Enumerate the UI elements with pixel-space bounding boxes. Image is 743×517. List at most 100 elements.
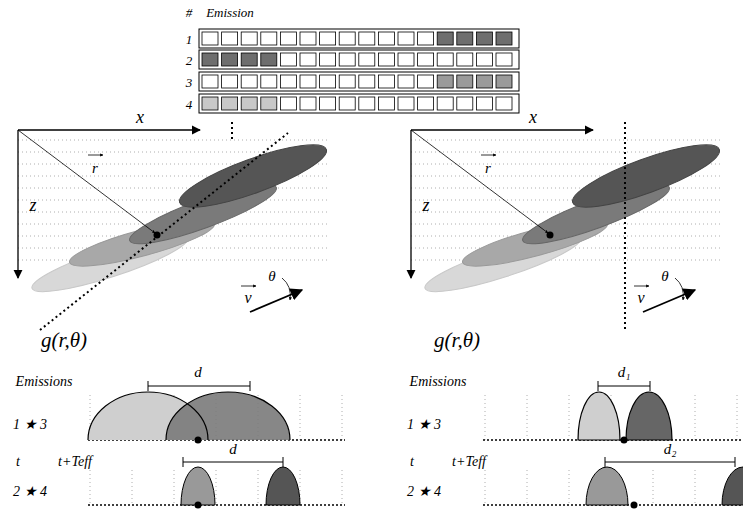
- emission-cell: [476, 97, 492, 110]
- emission-cell: [261, 97, 277, 110]
- emission-cell: [457, 97, 473, 110]
- figure-label: v: [242, 289, 253, 307]
- emission-cell: [457, 32, 473, 45]
- emission-cell: [398, 32, 414, 45]
- emission-cell: [241, 75, 257, 88]
- figure-label: d₁: [616, 364, 633, 381]
- emission-cell: [280, 97, 296, 110]
- emission-cell: [202, 75, 218, 88]
- emission-cell: [496, 32, 512, 45]
- emission-cell: [222, 97, 238, 110]
- emission-cell: [320, 75, 336, 88]
- emission-cell: [359, 75, 375, 88]
- emission-cell: [320, 97, 336, 110]
- emission-cell: [300, 53, 316, 66]
- emission-cell: [359, 32, 375, 45]
- figure-label: 1 ★ 3: [11, 417, 49, 433]
- figure-label: z: [420, 195, 431, 215]
- figure-label: d: [227, 441, 239, 458]
- figure-label: x: [527, 107, 539, 127]
- emission-cell: [398, 97, 414, 110]
- emission-cell: [418, 53, 434, 66]
- emission-cell: [300, 97, 316, 110]
- emission-cell: [300, 32, 316, 45]
- emission-cell: [339, 53, 355, 66]
- figure-label: t: [408, 454, 416, 470]
- emission-cell: [418, 32, 434, 45]
- emission-cell: [241, 32, 257, 45]
- emission-cell: [378, 75, 394, 88]
- figure-label: Emissions: [408, 374, 469, 390]
- figure-label: θ: [659, 268, 670, 285]
- emission-cell: [378, 32, 394, 45]
- emission-cell: [222, 75, 238, 88]
- emission-cell: [202, 97, 218, 110]
- emission-cell: [378, 97, 394, 110]
- emission-cell: [418, 75, 434, 88]
- emission-cell: [280, 75, 296, 88]
- figure-label: v: [635, 289, 646, 307]
- emission-cell: [241, 97, 257, 110]
- emission-cell: [476, 32, 492, 45]
- emission-cell: [398, 75, 414, 88]
- emission-cell: [280, 32, 296, 45]
- emission-cell: [339, 32, 355, 45]
- figure-label: z: [27, 195, 38, 215]
- emission-cell: [457, 75, 473, 88]
- emission-row: [199, 29, 519, 48]
- row-number: 3: [184, 75, 195, 90]
- emission-cell: [339, 75, 355, 88]
- emission-cell: [261, 53, 277, 66]
- emission-cell: [320, 53, 336, 66]
- figure-label: g(r,θ): [39, 329, 89, 352]
- row-number: 1: [184, 32, 195, 47]
- emission-cell: [437, 97, 453, 110]
- figure-label: d₂: [662, 441, 679, 458]
- emission-cell: [202, 53, 218, 66]
- figure-label: t+Teff: [56, 454, 94, 470]
- emission-cell: [437, 53, 453, 66]
- emission-cell: [202, 32, 218, 45]
- figure-label: r: [90, 160, 100, 177]
- emission-cell: [320, 32, 336, 45]
- figure-label: 2 ★ 4: [405, 484, 443, 500]
- emission-cell: [222, 32, 238, 45]
- emission-cell: [339, 97, 355, 110]
- emission-cell: [378, 53, 394, 66]
- emission-cell: [280, 53, 296, 66]
- emission-cell: [476, 53, 492, 66]
- emission-row: [199, 50, 519, 69]
- figure-label: 2 ★ 4: [11, 484, 49, 500]
- figure-label: g(r,θ): [432, 329, 482, 352]
- row-number: 2: [184, 53, 195, 68]
- figure-label: r: [483, 160, 493, 177]
- emission-cell: [437, 32, 453, 45]
- emission-cell: [359, 97, 375, 110]
- figure-label: θ: [266, 268, 277, 285]
- emission-cell: [496, 53, 512, 66]
- row-number: 4: [184, 97, 195, 112]
- figure-label: t: [14, 454, 22, 470]
- emission-cell: [437, 75, 453, 88]
- figure-label: t+Teff: [450, 454, 488, 470]
- emission-cell: [300, 75, 316, 88]
- emission-row: [199, 94, 519, 113]
- emission-cell: [261, 75, 277, 88]
- emission-cell: [496, 75, 512, 88]
- table-header: Emission: [204, 5, 256, 20]
- emission-cell: [418, 97, 434, 110]
- figure-label: d: [192, 364, 204, 381]
- emission-row: [199, 72, 519, 91]
- emission-cell: [261, 32, 277, 45]
- emission-cell: [398, 53, 414, 66]
- emission-cell: [222, 53, 238, 66]
- figure-label: Emissions: [14, 374, 75, 390]
- emission-cell: [496, 97, 512, 110]
- figure-label: 1 ★ 3: [405, 417, 443, 433]
- emission-cell: [476, 75, 492, 88]
- table-header: #: [184, 5, 195, 20]
- emission-cell: [359, 53, 375, 66]
- emission-cell: [241, 53, 257, 66]
- figure-label: x: [134, 107, 146, 127]
